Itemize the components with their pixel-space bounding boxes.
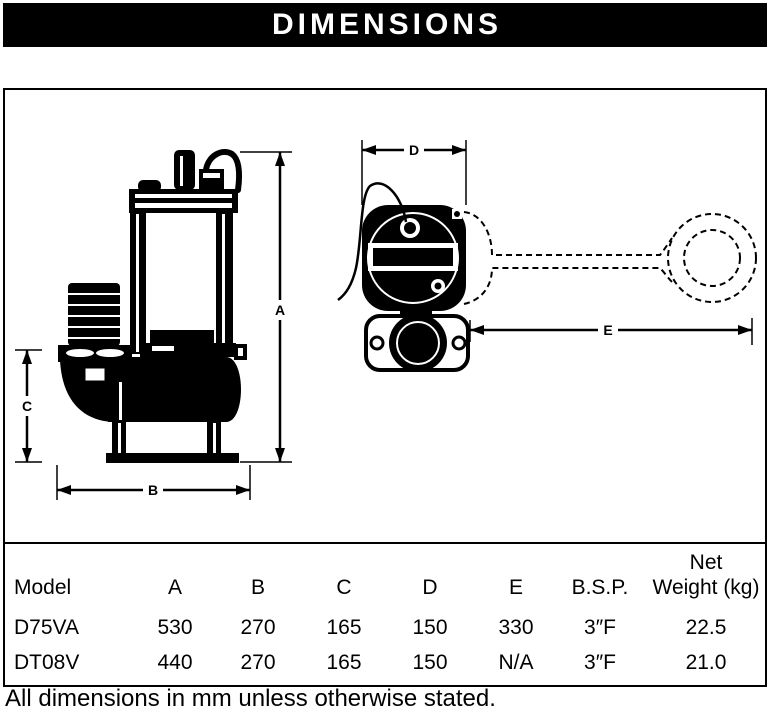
dimension-b: B xyxy=(56,465,251,500)
outlet-flange-detail xyxy=(66,349,94,357)
hose-tail-rib xyxy=(68,304,120,306)
hose-tail-rib xyxy=(68,326,120,328)
cell-bsp: 3″F xyxy=(584,651,616,674)
cell-model: DT08V xyxy=(14,651,80,674)
cell-weight: 22.5 xyxy=(685,616,727,639)
pump-side-view xyxy=(58,149,247,463)
header-bsp: B.S.P. xyxy=(571,576,629,599)
top-plate-groove-upper xyxy=(135,194,232,198)
motor-cap xyxy=(150,330,214,343)
switch-box xyxy=(199,169,224,190)
hose-tail-rib xyxy=(68,337,120,339)
cell-e: N/A xyxy=(498,651,534,674)
carry-handle xyxy=(174,150,195,190)
vent-screw-core xyxy=(434,282,442,290)
header-d: D xyxy=(422,576,438,599)
corner-bolt-head xyxy=(454,211,460,217)
cell-c: 165 xyxy=(326,651,362,674)
flange-bolt-right xyxy=(451,335,467,351)
cell-d: 150 xyxy=(412,651,448,674)
header-a: A xyxy=(167,576,182,599)
dimension-a: A xyxy=(240,151,292,463)
spec-box xyxy=(3,88,767,687)
top-plate-groove-lower xyxy=(135,203,232,208)
footer-note: All dimensions in mm unless otherwise st… xyxy=(5,685,496,712)
handle-ring-inner xyxy=(683,229,741,287)
cell-e: 330 xyxy=(498,616,534,639)
power-cable xyxy=(203,149,243,193)
handle-outline-dashed xyxy=(463,211,757,305)
dim-label-a: A xyxy=(275,302,285,318)
header-model: Model xyxy=(14,576,72,599)
pump-body xyxy=(108,357,241,422)
right-column-highlight xyxy=(222,214,225,352)
cell-a: 530 xyxy=(157,616,193,639)
cell-a: 440 xyxy=(157,651,193,674)
dimension-e: E xyxy=(469,318,753,345)
cell-weight: 21.0 xyxy=(685,651,727,674)
switch-box-window xyxy=(203,173,220,178)
header-c: C xyxy=(336,576,352,599)
top-plate xyxy=(129,189,238,213)
pump-body-seam xyxy=(119,382,122,420)
right-leg-highlight xyxy=(213,423,216,453)
cell-bsp: 3″F xyxy=(584,616,616,639)
handle-upper-edge xyxy=(463,211,673,256)
dimension-c: C xyxy=(15,349,42,463)
dim-label-d: D xyxy=(409,142,419,158)
cable-gland-core xyxy=(404,222,416,234)
cell-b: 270 xyxy=(240,651,276,674)
header-weight-line1: Net xyxy=(689,551,723,574)
cell-model: D75VA xyxy=(14,616,79,639)
outlet-flange-detail xyxy=(96,349,124,357)
header-b: B xyxy=(250,576,265,599)
top-view-cable xyxy=(337,182,408,301)
side-bracket-hole xyxy=(238,348,243,356)
pump-dimension-diagram: A B C D E xyxy=(15,140,757,500)
base-plate xyxy=(106,453,239,463)
cell-b: 270 xyxy=(240,616,276,639)
hose-tail xyxy=(68,283,120,346)
handle-highlight xyxy=(180,156,183,186)
dim-label-b: B xyxy=(148,482,158,498)
discharge-port-rim xyxy=(396,321,440,365)
diagram-table-divider xyxy=(3,542,767,544)
handle-lower-edge xyxy=(463,267,673,305)
dimension-d: D xyxy=(361,140,467,205)
title-bar: DIMENSIONS xyxy=(3,3,767,47)
left-leg-highlight xyxy=(118,423,121,453)
flange-bolt-left xyxy=(369,335,385,351)
nameplate xyxy=(373,248,453,266)
cell-d: 150 xyxy=(412,616,448,639)
discharge-neck xyxy=(400,308,432,318)
header-e: E xyxy=(508,576,523,599)
pump-top-view xyxy=(337,182,470,372)
hose-tail-rib xyxy=(68,293,120,295)
header-weight-line2: Weight (kg) xyxy=(652,576,760,599)
page-title: DIMENSIONS xyxy=(271,8,503,41)
motor-band-detail xyxy=(152,346,174,351)
volute-outlet xyxy=(82,365,108,384)
dim-label-c: C xyxy=(22,398,32,414)
left-column-highlight xyxy=(136,214,139,352)
hose-tail-rib xyxy=(68,315,120,317)
handle-ring-outer xyxy=(667,213,757,303)
dim-label-e: E xyxy=(603,322,612,338)
cell-c: 165 xyxy=(326,616,362,639)
